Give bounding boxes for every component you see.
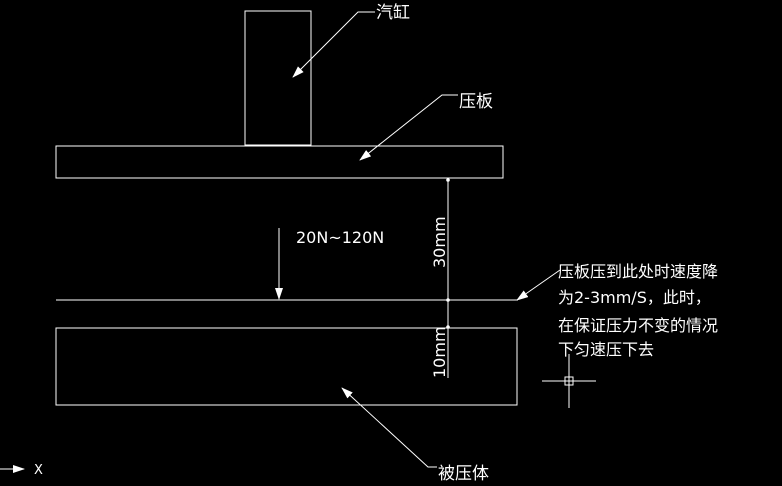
press-plate-leader — [359, 94, 458, 161]
dimension-tick-mid — [446, 298, 450, 302]
dimension-tick-bottom — [446, 325, 450, 329]
note-line-2: 为2-3mm/S，此时， — [558, 288, 711, 307]
workpiece-label: 被压体 — [438, 464, 489, 484]
cylinder-leader — [292, 11, 375, 78]
dimension-tick-top — [446, 178, 450, 182]
note-line-4: 下匀速压下去 — [558, 340, 654, 359]
dimension-upper-label: 30mm — [430, 216, 449, 268]
workpiece-shape — [55, 327, 518, 406]
note-leader — [516, 269, 561, 301]
crosshair-box — [564, 376, 574, 386]
cylinder-shape — [244, 10, 312, 146]
press-plate-label: 压板 — [459, 92, 493, 112]
press-plate-shape — [55, 145, 504, 179]
note-line-1: 压板压到此处时速度降 — [558, 262, 718, 281]
cylinder-label: 汽缸 — [376, 2, 410, 23]
force-range-label: 20N~120N — [296, 228, 384, 247]
workpiece-leader — [341, 387, 437, 468]
ucs-x-label: X — [34, 463, 43, 478]
note-line-3: 在保证压力不变的情况 — [558, 316, 718, 335]
dimension-lower-label: 10mm — [430, 326, 449, 378]
